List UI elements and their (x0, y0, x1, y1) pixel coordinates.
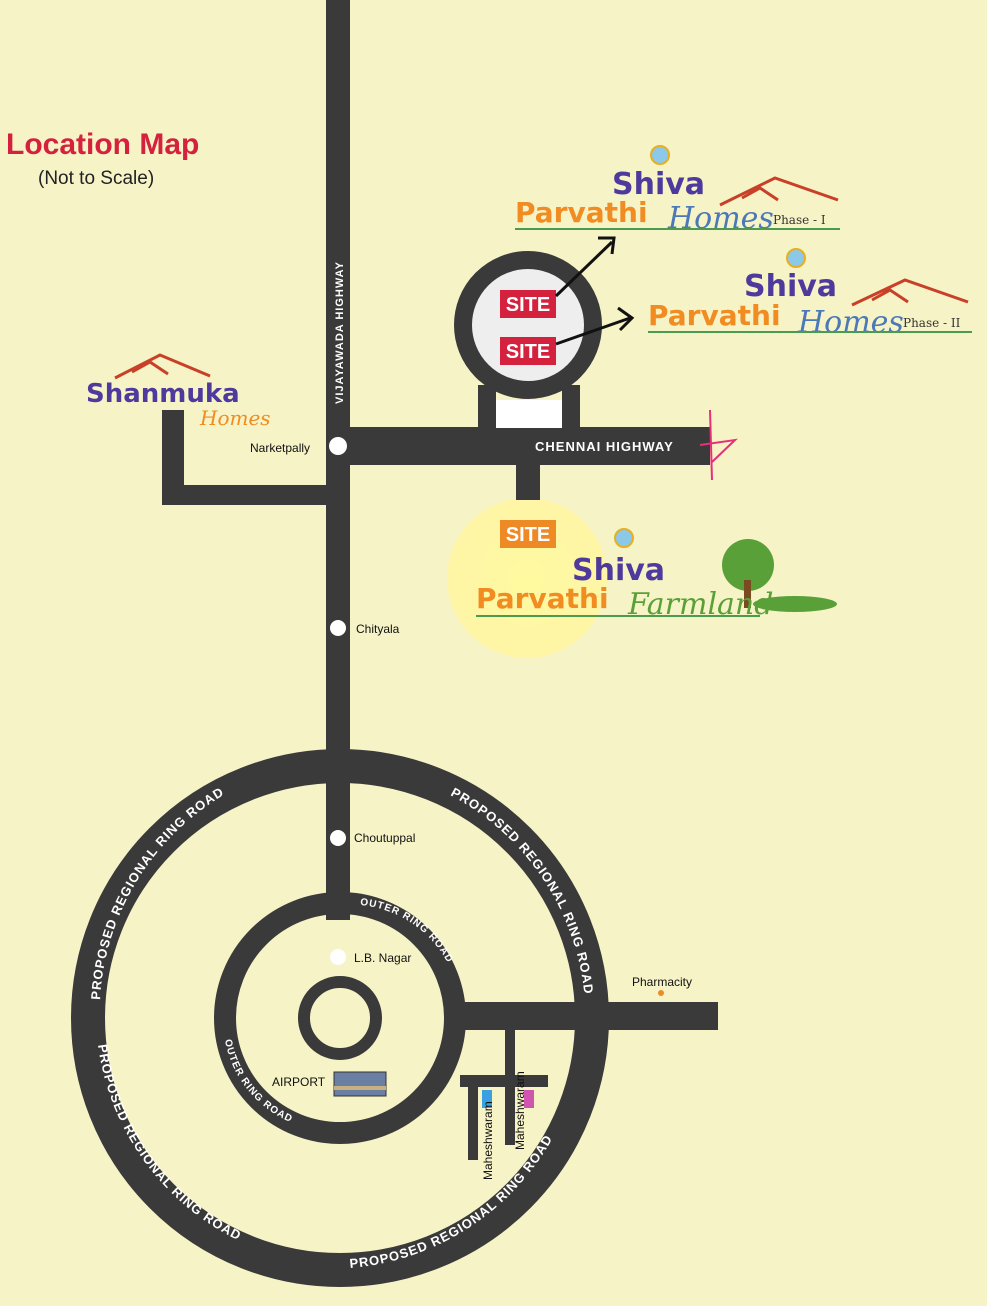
chennai-highway-label: CHENNAI HIGHWAY (535, 439, 674, 454)
house-roof-icon (851, 278, 969, 307)
farmland-road (516, 460, 540, 500)
bulb-icon (614, 528, 634, 548)
site-connector-fill (496, 400, 562, 428)
svg-text:Parvathi: Parvathi (476, 582, 609, 615)
svg-text:Shiva: Shiva (744, 269, 837, 304)
tree-icon (722, 539, 774, 591)
svg-text:Parvathi: Parvathi (648, 299, 781, 332)
site-badge-farmland (500, 520, 556, 548)
pharmacity-dot (658, 990, 664, 996)
house-roof-icon (719, 176, 839, 207)
svg-text:Homes: Homes (199, 406, 271, 430)
vijayawada-highway-label: VIJAYAWADA HIGHWAY (334, 261, 346, 404)
arrow-phase2 (555, 316, 631, 346)
svg-text:Phase - II: Phase - II (903, 316, 961, 330)
site-badge-1-label: SITE (506, 294, 550, 316)
svg-text:Phase - I: Phase - I (773, 213, 826, 227)
destination-marker (699, 409, 738, 481)
house-roof-icon (114, 353, 211, 380)
arrow-phase1-head (598, 236, 616, 255)
choutuppal-label: Choutuppal (354, 831, 415, 845)
brand-phase2: Shiva Parvathi Homes Phase - II (648, 248, 972, 340)
maheshwaram-road-horizontal (460, 1075, 548, 1087)
site-badge-farmland-label: SITE (506, 524, 550, 546)
chityala-dot (330, 620, 346, 636)
lb-nagar-dot (330, 949, 346, 965)
arrow-phase2-head (617, 306, 635, 332)
lb-nagar-label: L.B. Nagar (354, 951, 411, 965)
site-connector-left (478, 385, 496, 430)
svg-text:Shiva: Shiva (572, 553, 665, 588)
page-subtitle: (Not to Scale) (38, 168, 155, 189)
airport-label: AIRPORT (272, 1075, 326, 1089)
maheshwaram-label-2: Maheshwaram (513, 1071, 527, 1150)
maheshwaram-label-1: Maheshwaram (481, 1101, 495, 1180)
inner-city-ring (298, 976, 382, 1060)
svg-text:Shanmuka: Shanmuka (86, 379, 240, 409)
arrow-phase1 (554, 240, 614, 298)
maheshwaram-road-vertical-1 (468, 1080, 478, 1160)
site-badge-2-label: SITE (506, 341, 550, 363)
airport-icon-stripe (334, 1086, 386, 1090)
page-title: Location Map (6, 128, 200, 161)
farmland-highlight (447, 498, 607, 658)
brand-phase1: Shiva Parvathi Homes Phase - I (515, 145, 840, 236)
maheshwaram-marker-pink (524, 1090, 534, 1108)
svg-text:Homes: Homes (667, 201, 774, 236)
brand-shanmuka: Shanmuka Homes (86, 353, 271, 430)
site-badge-1 (500, 290, 556, 318)
bulb-icon (786, 248, 806, 268)
shanmuka-road-horizontal (162, 485, 338, 505)
pharmacity-label: Pharmacity (632, 975, 692, 989)
svg-text:Parvathi: Parvathi (515, 196, 648, 229)
narketpally-label: Narketpally (250, 441, 310, 455)
bulb-icon (650, 145, 670, 165)
chennai-highway-road (338, 427, 710, 465)
maheshwaram-road-vertical-2 (505, 1030, 515, 1145)
svg-text:Homes: Homes (797, 305, 904, 340)
site-connector-right (562, 385, 580, 430)
narketpally-dot (329, 437, 347, 455)
brand-farmland: Shiva Parvathi Farmland (476, 528, 837, 622)
pharmacity-road (465, 1002, 718, 1030)
maheshwaram-marker-blue (482, 1090, 492, 1108)
airport-icon (333, 1071, 387, 1097)
svg-text:Shiva: Shiva (612, 167, 705, 202)
shanmuka-road-vertical (162, 410, 184, 505)
chityala-label: Chityala (356, 622, 400, 636)
choutuppal-dot (330, 830, 346, 846)
site-badge-2 (500, 337, 556, 365)
